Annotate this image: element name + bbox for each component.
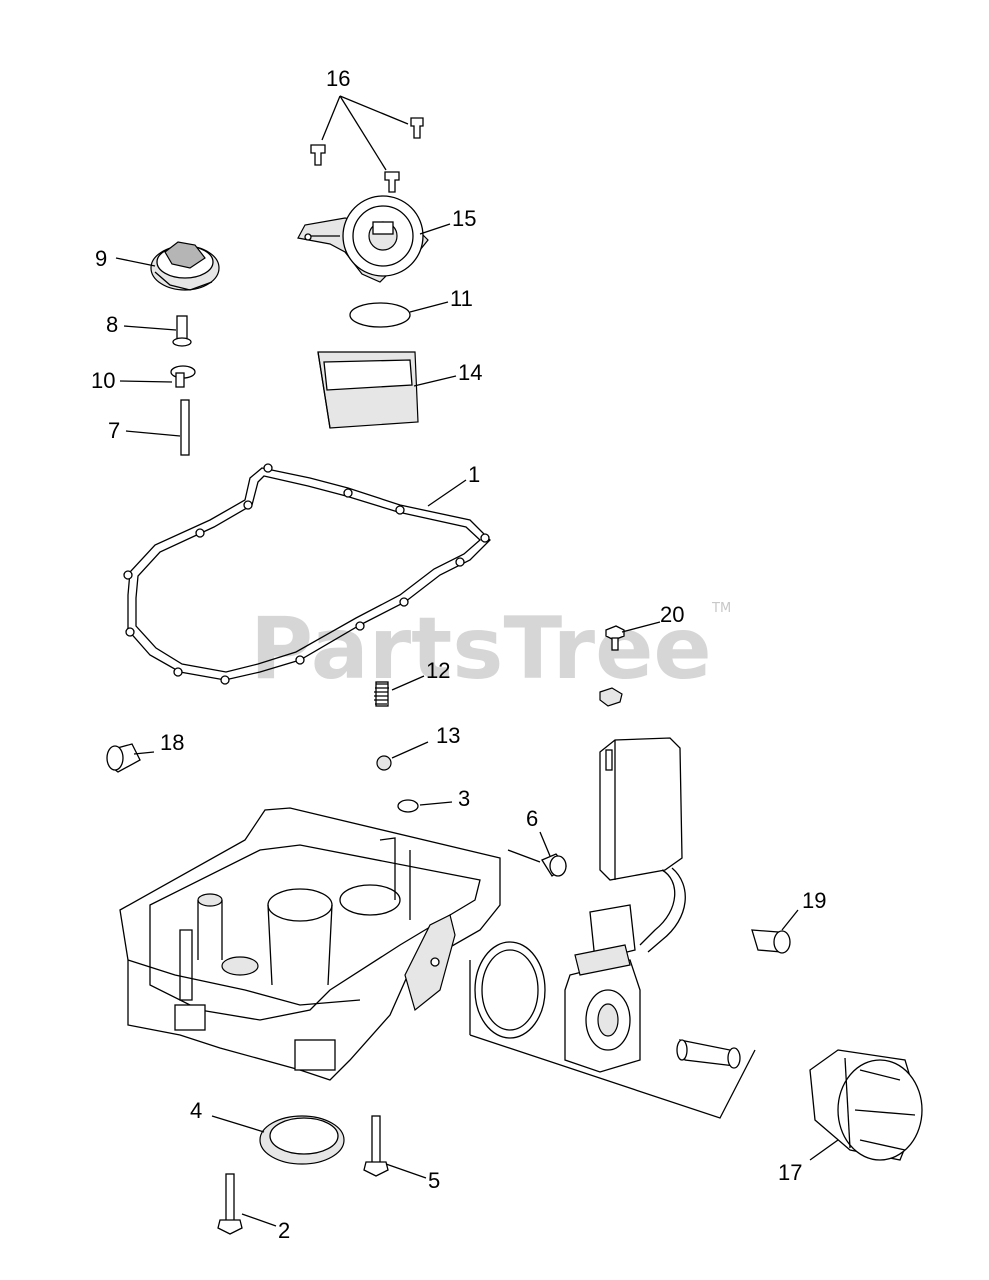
callout-6: 6	[526, 806, 538, 831]
part-5-bolt	[363, 1115, 389, 1177]
callout-10: 10	[91, 368, 115, 393]
part-3-o-ring	[397, 799, 419, 813]
callout-15: 15	[452, 206, 476, 231]
callout-7: 7	[108, 418, 120, 443]
callout-20: 20	[660, 602, 684, 627]
callout-2: 2	[278, 1218, 290, 1243]
part-13-ball	[376, 755, 392, 771]
callout-1: 1	[468, 462, 480, 487]
callout-4: 4	[190, 1098, 202, 1123]
part-19-bushing	[751, 929, 791, 954]
callout-5: 5	[428, 1168, 440, 1193]
part-16-screws	[310, 117, 424, 193]
callout-13: 13	[436, 723, 460, 748]
callout-8: 8	[106, 312, 118, 337]
adapter-gasket	[474, 941, 546, 1039]
watermark-trademark: TM	[711, 601, 731, 616]
part-9-gear	[150, 241, 220, 291]
leader-lines	[115, 95, 839, 1227]
filter-nipple	[676, 1039, 741, 1069]
callout-12: 12	[426, 658, 450, 683]
callout-9: 9	[95, 246, 107, 271]
callout-11: 11	[450, 286, 473, 311]
assembly-outline	[469, 849, 756, 1119]
part-1-gasket	[123, 463, 491, 685]
part-2-bolt	[217, 1173, 243, 1235]
part-12-spring	[374, 681, 389, 707]
part-18-plug	[106, 743, 141, 773]
callout-17: 17	[778, 1160, 802, 1185]
oil-pan-housing	[119, 807, 501, 1081]
cover-plate	[404, 914, 456, 1012]
callout-14: 14	[458, 360, 482, 385]
part-11-o-ring	[349, 302, 411, 328]
callout-3: 3	[458, 786, 470, 811]
callout-16: 16	[326, 66, 350, 91]
callout-19: 19	[802, 888, 826, 913]
part-8-pin	[172, 315, 192, 347]
part-6-bushing	[541, 853, 567, 877]
filter-adapter	[564, 904, 641, 1073]
part-10-washer	[170, 365, 196, 388]
part-17-oil-filter	[809, 1049, 923, 1161]
callout-numbers: 16 15 9 11 8 14 10 7 1 20 12 18 13 3 6 1…	[91, 66, 826, 1243]
oil-cooler	[599, 737, 686, 953]
part-20-bolt	[605, 625, 625, 651]
nut	[599, 687, 623, 707]
part-15-oil-pump	[297, 195, 429, 283]
part-7-shaft	[180, 399, 190, 456]
part-4-seal	[259, 1115, 345, 1165]
callout-18: 18	[160, 730, 184, 755]
watermark-text: PartsTree	[250, 599, 712, 699]
part-14-screen	[317, 351, 419, 429]
